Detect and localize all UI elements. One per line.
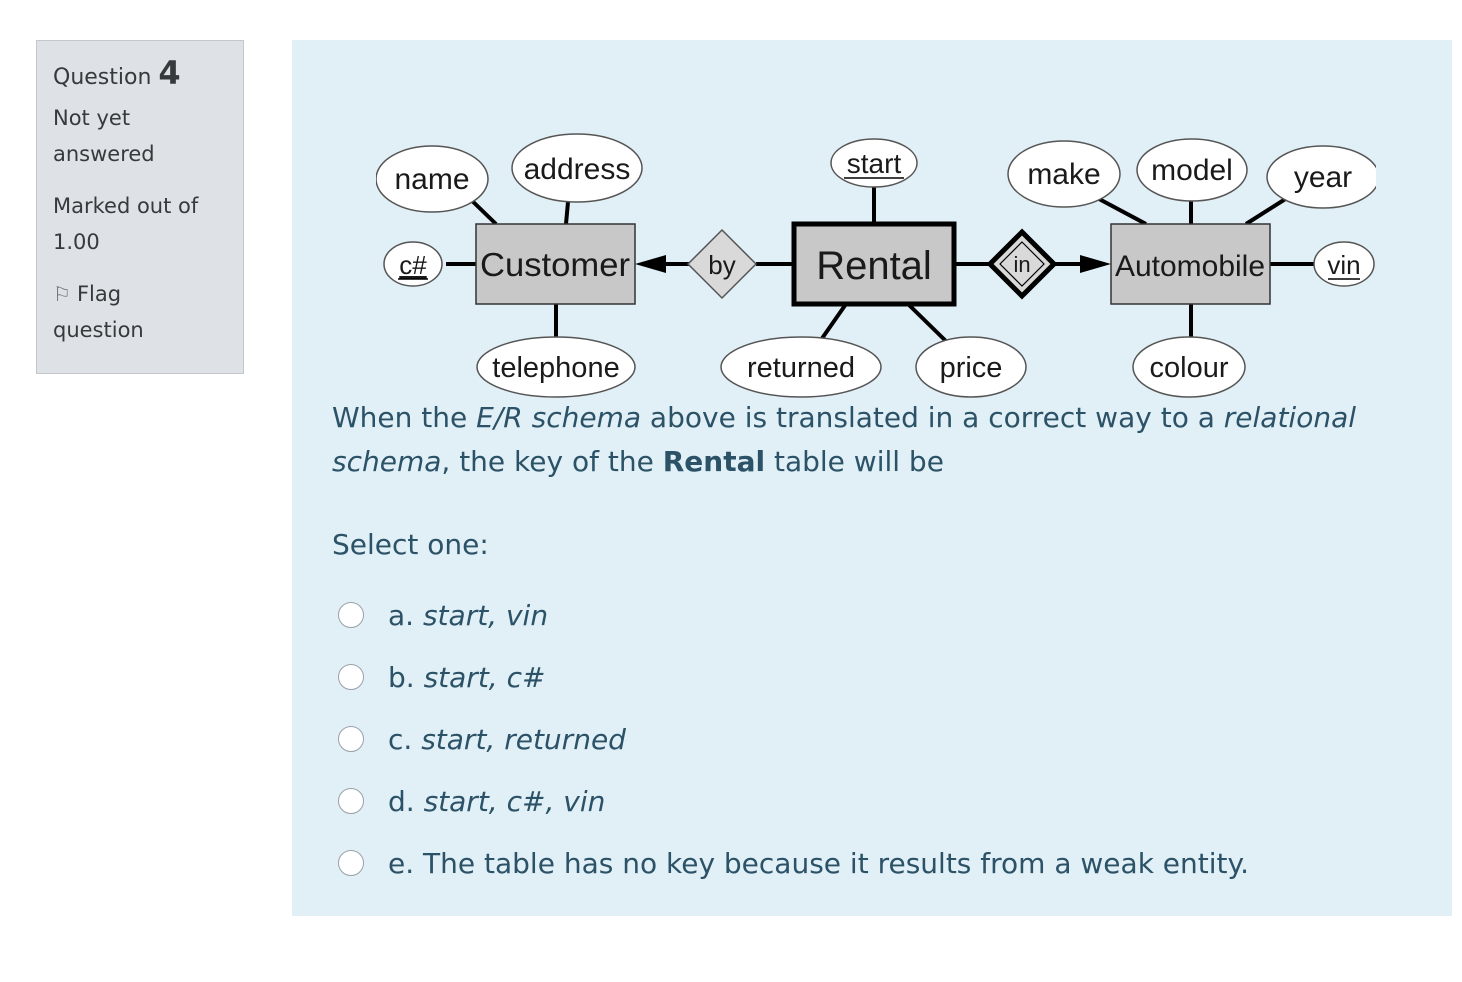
radio-button-a[interactable]: [338, 602, 364, 628]
option-text: start, c#, vin: [423, 784, 606, 818]
arrow-to-automobile: [1080, 255, 1111, 273]
question-text-emphasis: E/R schema: [476, 401, 642, 434]
option-text: start, c#: [423, 660, 546, 694]
flag-label-2: question: [53, 318, 144, 342]
relationship-in: [986, 228, 1058, 300]
answer-label-a[interactable]: a. start, vin: [388, 599, 548, 632]
state-line-1: Not yet: [53, 106, 131, 130]
flag-label-1: Flag: [76, 282, 122, 306]
question-text-part: table will be: [765, 445, 944, 478]
attr-colour: [1132, 336, 1246, 398]
attr-make: [1007, 140, 1121, 208]
relationship-label-by: by: [708, 250, 735, 280]
option-letter: c.: [388, 722, 422, 756]
question-text-part: , the key of the: [441, 445, 663, 478]
question-number: 4: [158, 54, 181, 92]
answer-option-c[interactable]: c. start, returned: [338, 708, 1249, 770]
option-letter: a.: [388, 598, 423, 632]
svg-text:make: make: [1027, 158, 1100, 191]
entity-label-rental: Rental: [816, 244, 932, 288]
select-one-prompt: Select one:: [332, 528, 489, 561]
radio-button-e[interactable]: [338, 850, 364, 876]
question-info-panel: Question 4 Not yet answered Marked out o…: [36, 40, 244, 374]
attr-c-hash: [383, 241, 443, 287]
option-letter: e.: [388, 846, 424, 880]
svg-text:telephone: telephone: [492, 352, 619, 384]
entity-customer: [475, 223, 636, 305]
question-label: Question: [53, 65, 152, 90]
svg-text:start: start: [847, 148, 902, 179]
arrow-to-customer: [635, 255, 666, 273]
question-text-part: When the: [332, 401, 477, 434]
svg-text:year: year: [1294, 161, 1352, 194]
question-state: Not yet answered: [53, 100, 227, 172]
radio-button-d[interactable]: [338, 788, 364, 814]
option-letter: b.: [388, 660, 424, 694]
answer-option-a[interactable]: a. start, vin: [338, 584, 1249, 646]
answer-option-d[interactable]: d. start, c#, vin: [338, 770, 1249, 832]
answer-options: a. start, vin b. start, c# c. start, ret…: [338, 584, 1249, 894]
svg-text:name: name: [394, 163, 469, 196]
entity-automobile: [1110, 223, 1271, 305]
question-text-strong: Rental: [662, 445, 766, 478]
option-letter: d.: [388, 784, 424, 818]
relationship-label-in: in: [1013, 252, 1030, 277]
svg-text:address: address: [524, 153, 631, 186]
option-text: start, returned: [421, 722, 626, 756]
attr-telephone: [476, 336, 636, 398]
flag-outline-icon: ⚐: [53, 282, 71, 306]
er-diagram: Customer Rental Automobile by in name ad…: [376, 133, 1376, 398]
question-text: When the E/R schema above is translated …: [332, 396, 1422, 484]
attr-returned: [720, 336, 882, 398]
attr-start: [830, 138, 918, 188]
question-text-emphasis: relational schema: [332, 401, 1357, 478]
radio-button-b[interactable]: [338, 664, 364, 690]
answer-label-b[interactable]: b. start, c#: [388, 661, 545, 694]
state-line-2: answered: [53, 142, 155, 166]
entity-rental: [791, 221, 957, 307]
question-content: Customer Rental Automobile by in name ad…: [292, 40, 1452, 916]
question-text-part: above is translated in a correct way to …: [641, 401, 1224, 434]
attr-address: [511, 133, 643, 203]
answer-label-e[interactable]: e. The table has no key because it resul…: [388, 847, 1249, 880]
svg-text:colour: colour: [1150, 352, 1229, 384]
relationship-by: [686, 228, 758, 300]
question-number-line: Question 4: [53, 55, 227, 96]
grade-line-2: 1.00: [53, 230, 100, 254]
entity-label-automobile: Automobile: [1115, 250, 1265, 283]
option-text: The table has no key because it results …: [423, 846, 1249, 880]
attr-vin: [1313, 241, 1375, 287]
answer-option-e[interactable]: e. The table has no key because it resul…: [338, 832, 1249, 894]
svg-text:vin: vin: [1327, 250, 1360, 280]
svg-text:price: price: [940, 352, 1003, 384]
entity-label-customer: Customer: [480, 246, 630, 283]
radio-button-c[interactable]: [338, 726, 364, 752]
option-text: start, vin: [422, 598, 549, 632]
attr-model: [1136, 138, 1248, 202]
svg-text:c#: c#: [399, 250, 427, 280]
flag-question-link[interactable]: ⚐Flag question: [53, 276, 227, 348]
attr-price: [915, 336, 1027, 398]
answer-option-b[interactable]: b. start, c#: [338, 646, 1249, 708]
svg-text:model: model: [1151, 154, 1233, 187]
answer-label-d[interactable]: d. start, c#, vin: [388, 785, 605, 818]
attr-name: [376, 145, 489, 213]
grade-line-1: Marked out of: [53, 194, 199, 218]
question-grade: Marked out of 1.00: [53, 188, 227, 260]
answer-label-c[interactable]: c. start, returned: [388, 723, 626, 756]
svg-text:returned: returned: [747, 352, 855, 384]
attr-year: [1266, 145, 1376, 209]
